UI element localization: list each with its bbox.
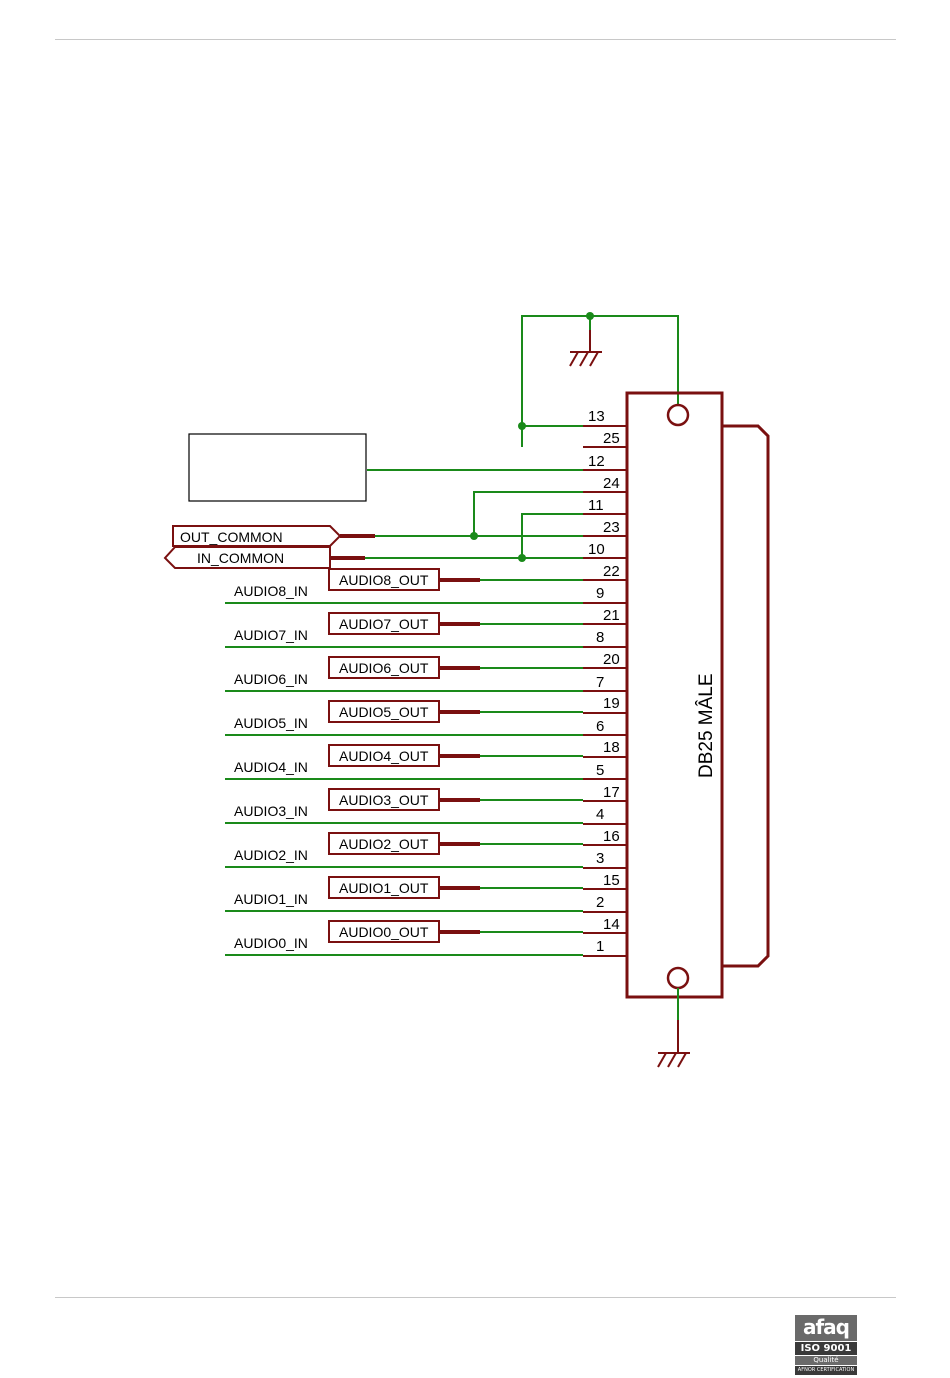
footer-rule <box>55 1297 896 1298</box>
audio-out-label: AUDIO3_OUT <box>339 792 429 808</box>
audio-in-label: AUDIO8_IN <box>234 583 308 599</box>
pin-labels: 13 25 12 24 11 23 10 22 9 21 8 20 7 19 6… <box>588 408 620 955</box>
pin-label: 4 <box>596 806 604 823</box>
pin-label: 15 <box>603 872 620 889</box>
connector-shell <box>722 424 770 968</box>
logo-standard: ISO 9001 <box>795 1342 857 1355</box>
pin-label: 23 <box>603 519 620 536</box>
pin-label: 1 <box>596 938 604 955</box>
junction-dot <box>586 312 594 320</box>
pin-stubs <box>583 425 627 957</box>
audio-in-label: AUDIO3_IN <box>234 803 308 819</box>
pin-label: 11 <box>588 497 604 514</box>
junction-dot <box>518 422 526 430</box>
connector-name: DB25 MÂLE <box>695 673 717 778</box>
pin-label: 22 <box>603 563 620 580</box>
in-common-label: IN_COMMON <box>197 550 284 566</box>
audio-in-label: AUDIO6_IN <box>234 671 308 687</box>
pin-label: 14 <box>603 916 620 933</box>
mounting-hole-top <box>666 403 690 427</box>
pin-label: 19 <box>603 695 620 712</box>
audio-out-label: AUDIO7_OUT <box>339 616 429 632</box>
audio-in-label: AUDIO2_IN <box>234 847 308 863</box>
pin-label: 12 <box>588 453 605 470</box>
pin-label: 13 <box>588 408 605 425</box>
connector-body <box>625 391 724 999</box>
upper-wiring <box>365 469 583 559</box>
junction-dot <box>470 532 478 540</box>
audio-in-label: AUDIO1_IN <box>234 891 308 907</box>
ground-symbol-bottom <box>657 1020 690 1068</box>
afaq-iso9001-logo: afaq ISO 9001 Qualité AFNOR CERTIFICATIO… <box>795 1315 857 1375</box>
in-common-flag <box>163 546 331 569</box>
bottom-ground-network <box>657 988 690 1068</box>
audio-out-label: AUDIO5_OUT <box>339 704 429 720</box>
pin-label: 17 <box>603 784 620 801</box>
pin-label: 8 <box>596 629 604 646</box>
audio-out-label: AUDIO0_OUT <box>339 924 429 940</box>
blank-block <box>188 433 367 502</box>
top-ground-network <box>521 315 679 447</box>
audio-out-label: AUDIO6_OUT <box>339 660 429 676</box>
audio-channels: AUDIO8_OUT AUDIO8_IN AUDIO7_OUT AUDIO7_IN AU… <box>225 568 583 956</box>
pin-label: 24 <box>603 475 620 492</box>
pin-label: 10 <box>588 541 605 558</box>
pin-label: 21 <box>603 607 620 624</box>
audio-in-label: AUDIO0_IN <box>234 935 308 951</box>
out-common-label: OUT_COMMON <box>180 529 283 545</box>
ground-symbol-top <box>569 330 602 367</box>
audio-out-label: AUDIO1_OUT <box>339 880 429 896</box>
logo-issuer: AFNOR CERTIFICATION <box>795 1366 857 1375</box>
pin-label: 2 <box>596 894 604 911</box>
mounting-hole-bottom <box>666 966 690 990</box>
pin-label: 25 <box>603 430 620 447</box>
pin-label: 5 <box>596 762 604 779</box>
pin-label: 6 <box>596 718 604 735</box>
logo-tagline: Qualité <box>795 1356 857 1365</box>
header-rule <box>55 39 896 40</box>
pin-label: 18 <box>603 739 620 756</box>
audio-out-label: AUDIO2_OUT <box>339 836 429 852</box>
junction-dot <box>518 554 526 562</box>
audio-in-label: AUDIO7_IN <box>234 627 308 643</box>
db25-connector: DB25 MÂLE <box>625 391 770 999</box>
audio-in-label: AUDIO5_IN <box>234 715 308 731</box>
out-common-flag <box>172 525 342 547</box>
pin-label: 20 <box>603 651 620 668</box>
logo-brand: afaq <box>795 1315 857 1341</box>
audio-in-label: AUDIO4_IN <box>234 759 308 775</box>
common-flags: OUT_COMMON IN_COMMON <box>163 525 375 569</box>
pin-label: 16 <box>603 828 620 845</box>
pin-label: 3 <box>596 850 604 867</box>
audio-out-label: AUDIO8_OUT <box>339 572 429 588</box>
pin-label: 9 <box>596 585 604 602</box>
audio-out-label: AUDIO4_OUT <box>339 748 429 764</box>
pin-label: 7 <box>596 674 604 691</box>
